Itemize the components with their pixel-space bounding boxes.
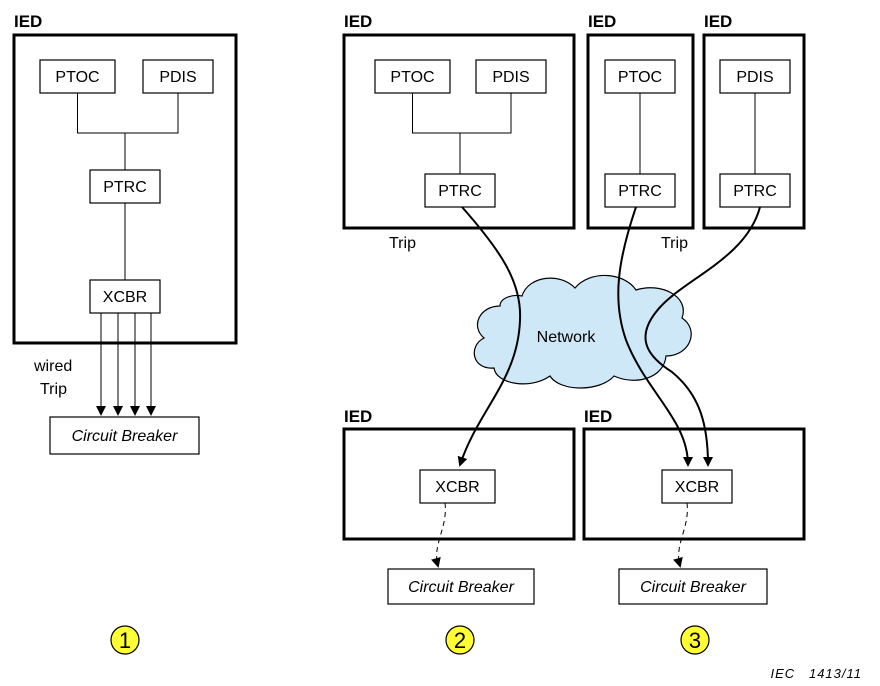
scenario-2-receiver: IED XCBR Circuit Breaker (342, 407, 576, 605)
ptoc-node (604, 59, 676, 94)
ied-label: IED (344, 12, 372, 31)
circuit-breaker-label: Circuit Breaker (640, 579, 746, 596)
xcbr-node (419, 469, 496, 504)
scenario-3-receiver: IED XCBR Circuit Breaker (582, 407, 806, 605)
trip-path-scenario-2 (457, 206, 522, 467)
pdis-label: PDIS (492, 69, 529, 86)
ptoc-label: PTOC (390, 69, 434, 86)
circuit-breaker-label: Circuit Breaker (72, 428, 178, 445)
xcbr-label: XCBR (103, 289, 147, 306)
dashed-trip-arrow (431, 502, 446, 568)
ptoc-label: PTOC (618, 69, 662, 86)
ied-a-label: IED (588, 12, 616, 31)
scenario-marker-1: 1 (110, 625, 140, 655)
trip-label: Trip (661, 235, 688, 252)
network-cloud: Network (473, 274, 692, 389)
ied-frame (342, 33, 576, 230)
circuit-breaker (618, 568, 768, 605)
scenario-2: IED PTOC PDIS PTRC Trip (342, 12, 576, 252)
circuit-breaker (387, 568, 535, 605)
scenario-3: IED PTOC PTRC IED PDIS PTRC Trip (586, 12, 806, 252)
xcbr-label: XCBR (435, 479, 479, 496)
marker-circle (680, 625, 710, 655)
marker-circle (445, 625, 475, 655)
circuit-breaker (49, 416, 200, 455)
marker-number: 2 (454, 628, 466, 653)
marker-number: 1 (119, 628, 131, 653)
ptrc-a-label: PTRC (618, 183, 662, 200)
recv-ied-frame (342, 427, 576, 541)
pdis-label: PDIS (159, 69, 196, 86)
trip-path-scenario-3b (644, 206, 761, 467)
dashed-trip-arrow (673, 502, 688, 568)
source-label: IEC 1413/11 (770, 666, 862, 681)
network-label: Network (537, 329, 597, 346)
xcbr-node (661, 469, 733, 504)
wired-trip-arrows (96, 313, 156, 416)
trip-path-scenario-3a (617, 206, 693, 467)
ied-label: IED (14, 12, 42, 31)
trip-label: Trip (389, 235, 416, 252)
ied-b-label: IED (704, 12, 732, 31)
scenario-1: IED PTOC PDIS PTRC XCBR wired Trip Circu… (12, 12, 238, 455)
recv-ied-label: IED (344, 407, 372, 426)
scenario-marker-3: 3 (680, 625, 710, 655)
pdis-label: PDIS (736, 69, 773, 86)
connector-lines (412, 93, 512, 174)
pdis-node (719, 59, 791, 94)
ptrc-a-node (604, 173, 676, 208)
ied-b-frame (702, 33, 806, 230)
xcbr-label: XCBR (675, 479, 719, 496)
wired-label: wired (33, 358, 72, 375)
ptrc-b-node (719, 173, 791, 208)
network-trip-paths (457, 206, 761, 467)
ptrc-label: PTRC (103, 179, 147, 196)
ied-a-frame (586, 33, 695, 230)
ptrc-b-label: PTRC (733, 183, 777, 200)
marker-number: 3 (689, 628, 701, 653)
scenario-marker-2: 2 (445, 625, 475, 655)
recv-ied-frame (582, 427, 806, 541)
recv-ied-label: IED (584, 407, 612, 426)
ptrc-node (424, 173, 496, 208)
connector-lines (77, 93, 179, 170)
marker-circle (110, 625, 140, 655)
ptrc-node (89, 169, 161, 204)
ptrc-label: PTRC (438, 183, 482, 200)
ptoc-label: PTOC (55, 69, 99, 86)
ied-frame (12, 33, 238, 345)
trip-label: Trip (40, 381, 67, 398)
xcbr-node (89, 279, 161, 314)
circuit-breaker-label: Circuit Breaker (408, 579, 514, 596)
